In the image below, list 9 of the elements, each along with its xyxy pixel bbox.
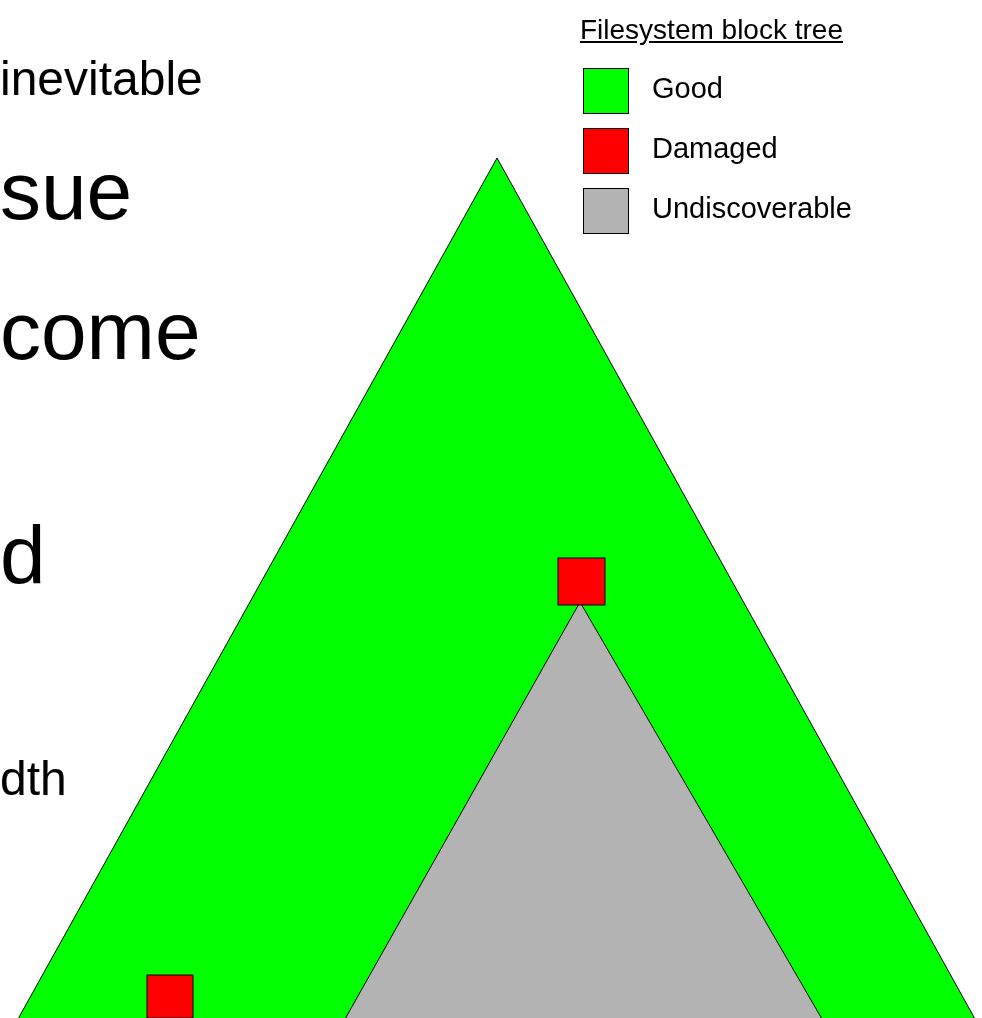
- legend-label: Undiscoverable: [652, 194, 852, 223]
- text-fragment: inevitable: [0, 55, 203, 103]
- text-fragment: d: [0, 514, 46, 596]
- legend-label: Damaged: [652, 134, 778, 163]
- legend-label: Good: [652, 74, 723, 103]
- text-fragment: come: [0, 290, 201, 372]
- legend-title: Filesystem block tree: [580, 16, 843, 44]
- text-fragment: dth: [0, 755, 67, 803]
- text-fragment: sue: [0, 150, 133, 232]
